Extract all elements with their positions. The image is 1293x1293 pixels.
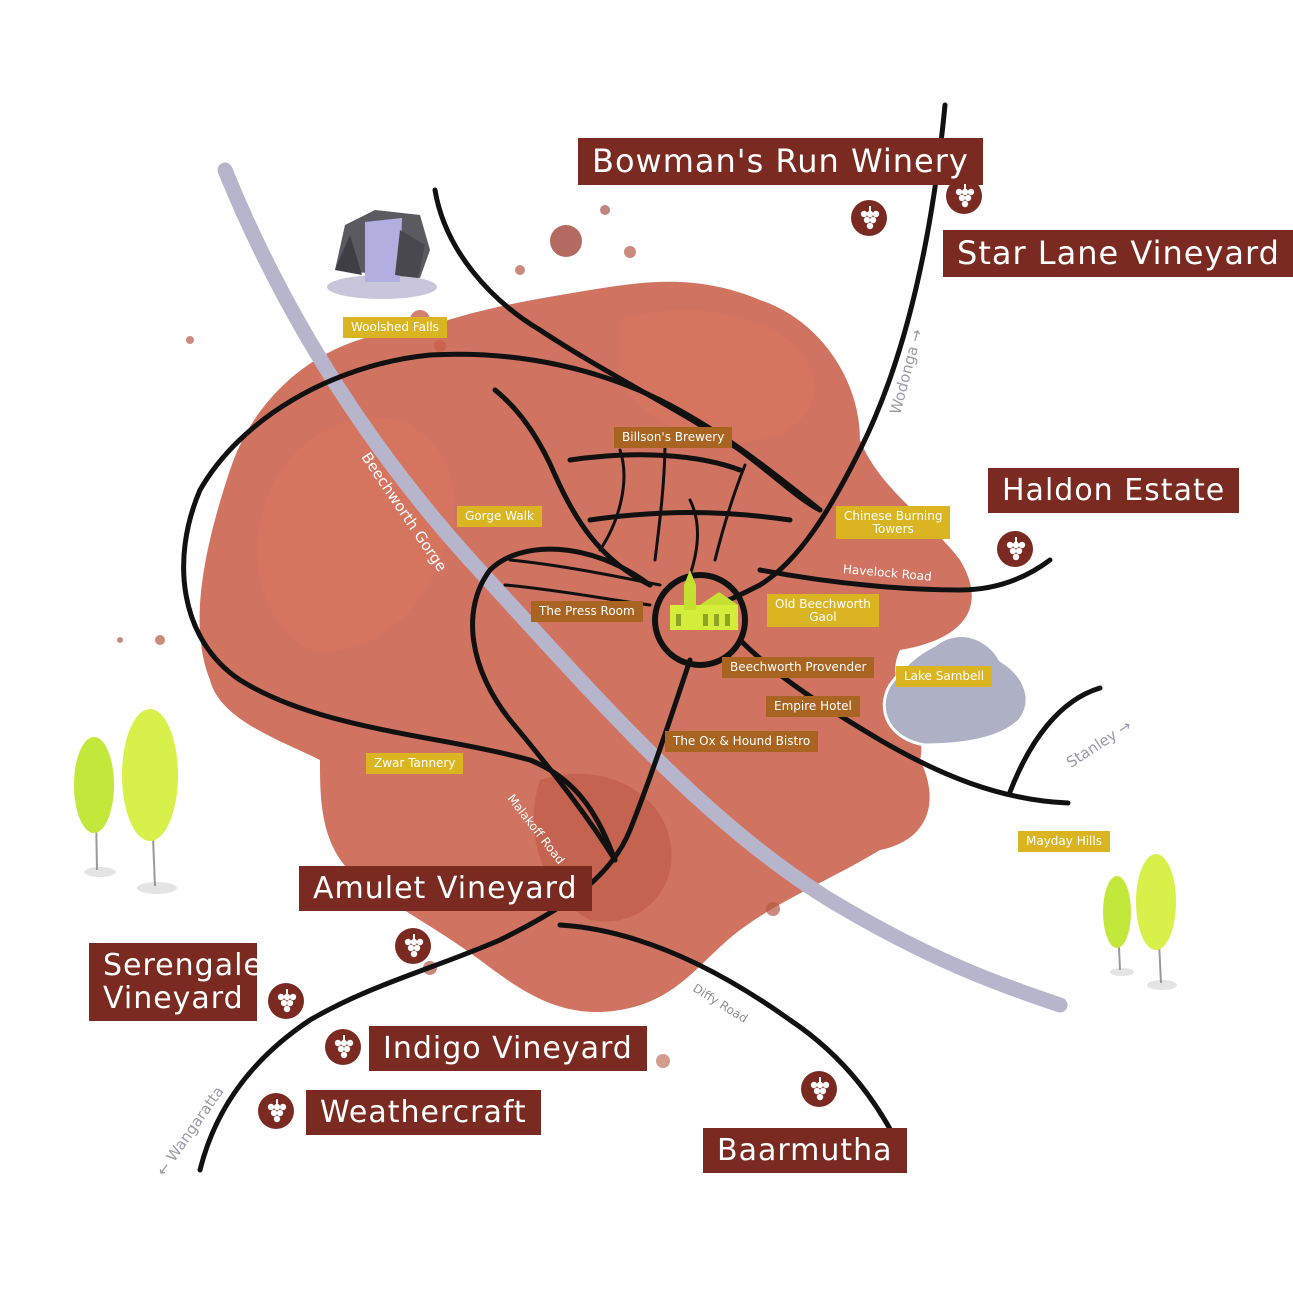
poi-gorge-walk[interactable]: Gorge Walk [457,506,542,527]
winery-label-bowmans-run[interactable]: Bowman's Run Winery [578,138,983,186]
winery-label-weathercraft[interactable]: Weathercraft [306,1090,541,1135]
poi-billsons-brewery[interactable]: Billson's Brewery [614,427,733,448]
winery-label-amulet[interactable]: Amulet Vineyard [299,866,592,911]
lake-sambell-water [882,634,1029,747]
winery-label-star-lane[interactable]: Star Lane Vineyard [943,230,1293,278]
waterfall-icon [327,210,437,299]
poi-beechworth-provender[interactable]: Beechworth Provender [722,657,875,678]
poi-empire-hotel[interactable]: Empire Hotel [766,696,860,717]
poi-the-ox-hound-bistro[interactable]: The Ox & Hound Bistro [665,731,819,752]
grape-icon[interactable] [258,1093,294,1129]
poi-chinese-burning-towers[interactable]: Chinese Burning Towers [836,506,951,540]
poi-zwar-tannery[interactable]: Zwar Tannery [366,753,464,774]
grape-icon[interactable] [801,1071,837,1107]
poi-lake-sambell[interactable]: Lake Sambell [896,666,993,687]
tree-icon [74,709,1177,990]
winery-label-indigo[interactable]: Indigo Vineyard [369,1026,647,1071]
town-hall-icon [670,570,738,630]
grape-icon[interactable] [325,1029,361,1065]
poi-the-press-room[interactable]: The Press Room [531,601,643,622]
grape-icon[interactable] [268,983,304,1019]
winery-label-serengale[interactable]: Serengale Vineyard [89,943,262,1021]
beechworth-gorge-river [217,162,1068,1013]
grape-icon[interactable] [851,200,887,236]
grape-icon[interactable] [997,531,1033,567]
poi-woolshed-falls[interactable]: Woolshed Falls [343,317,447,338]
poi-mayday-hills[interactable]: Mayday Hills [1018,831,1110,852]
winery-label-baarmutha[interactable]: Baarmutha [703,1128,907,1173]
winery-label-haldon-estate[interactable]: Haldon Estate [988,468,1240,513]
grape-icon[interactable] [395,928,431,964]
grape-icon[interactable] [946,178,982,214]
poi-old-beechworth-gaol[interactable]: Old Beechworth Gaol [767,594,879,628]
